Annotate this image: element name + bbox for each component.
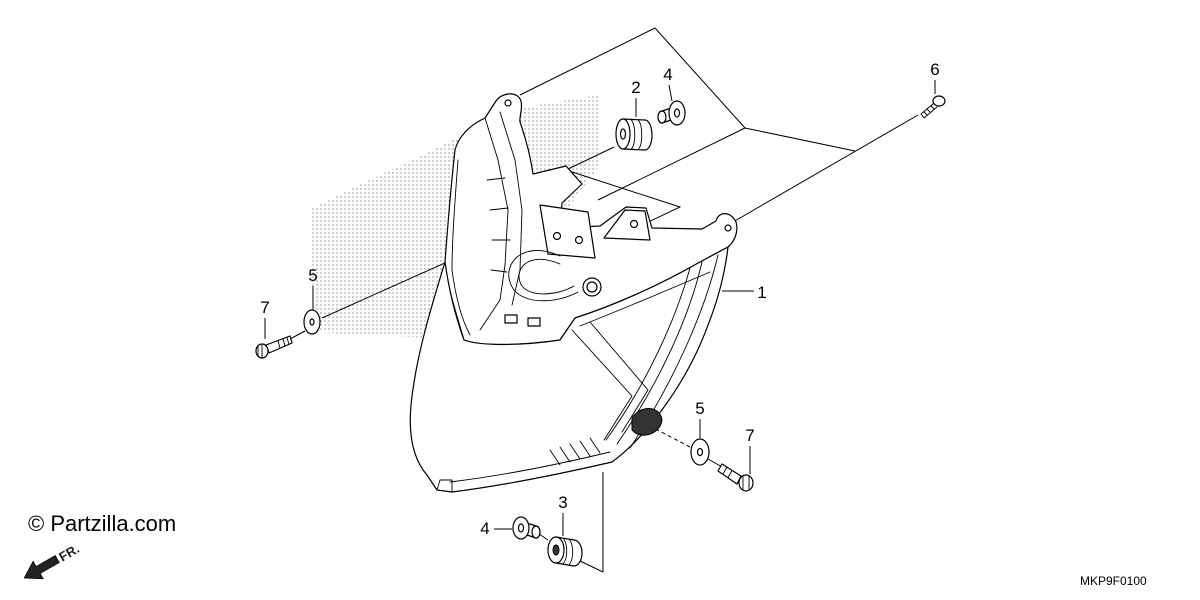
watermark: © Partzilla.com: [28, 511, 176, 536]
washer-5-left: [303, 309, 321, 335]
callout-part-7-right: 7: [745, 426, 754, 445]
screw-6: [920, 95, 946, 119]
center-bracket: [539, 204, 596, 259]
screw-6-shank: [920, 102, 938, 119]
side-mount-hole: [724, 224, 732, 232]
bolt-7-right-hex: [742, 475, 750, 491]
callout-part-7-left: 7: [260, 298, 269, 317]
bolt-7-right: [717, 463, 754, 492]
bolt-7-left-threads: [277, 337, 290, 349]
callout-part-2: 2: [631, 78, 640, 97]
callout-part-1: 1: [757, 283, 766, 302]
leader-grommet-2-a: [565, 146, 615, 171]
upper-right-bracket-hole: [629, 219, 639, 229]
grommet-3-hole: [552, 544, 560, 556]
lower-mount-boss: [631, 408, 663, 436]
collar-4-lower-end: [531, 525, 541, 539]
callout-part-5-left: 5: [308, 266, 317, 285]
leader-bolt-7-right: [707, 458, 723, 468]
grommet-2-body: [622, 118, 653, 151]
collar-4-upper: [657, 100, 686, 126]
bolt-7-left-hex: [257, 343, 263, 359]
left-bracket-arm: [479, 111, 523, 331]
bulb-socket-inner: [586, 281, 598, 293]
callout-part-4-upper: 4: [663, 65, 672, 84]
collar-4-upper-hole: [673, 108, 681, 118]
washer-5-right: [690, 438, 710, 466]
retainer-clip-right: [527, 317, 541, 327]
headlight-lens: [409, 246, 729, 493]
lens-bottom-ridges: [449, 437, 611, 483]
washer-5-right-hole: [696, 447, 704, 457]
retainer-clip-left: [504, 314, 518, 324]
grommet-2: [615, 118, 653, 151]
upper-rim-inner-line: [579, 271, 711, 327]
leader-bolt-7-left: [289, 330, 306, 340]
washer-5-left-hole: [309, 318, 315, 326]
front-arrow-icon: [23, 554, 60, 580]
grommet-2-ribs: [630, 118, 643, 151]
wiring-harness-loop: [508, 250, 579, 302]
leader-upper-bracket: [519, 27, 856, 152]
callout-stubs: [264, 80, 936, 536]
screw-6-head: [932, 95, 946, 107]
upper-mount-hole: [504, 99, 512, 107]
light-guide-v: [571, 321, 649, 441]
bolt-7-right-head: [738, 474, 754, 492]
upper-right-bracket: [603, 209, 651, 241]
callout-part-5-right: 5: [695, 399, 704, 418]
center-bracket-hole-right: [574, 235, 584, 245]
callout-part-6: 6: [930, 60, 939, 79]
grommet-3: [547, 536, 583, 567]
callout-part-4-lower: 4: [480, 519, 489, 538]
lens-foot: [436, 479, 453, 493]
leader-screw-6-to-tab: [732, 114, 919, 223]
diagram-code: MKP9F0100: [1080, 574, 1147, 588]
collar-4-lower-hole: [517, 523, 525, 533]
grommet-3-ribs: [562, 537, 574, 566]
collar-4-upper-end: [657, 110, 667, 124]
leader-washer-5-right: [647, 424, 691, 448]
bolt-7-right-threads: [722, 466, 733, 478]
grommet-2-hole: [619, 128, 627, 140]
bolt-7-left: [255, 335, 293, 359]
collar-4-lower: [512, 516, 541, 540]
center-bracket-hole-left: [552, 231, 562, 241]
housing-inner-rim: [451, 159, 471, 336]
headlight-assembly: [409, 93, 738, 493]
leader-lower-grommet-3: [577, 559, 604, 573]
callout-part-3: 3: [558, 493, 567, 512]
